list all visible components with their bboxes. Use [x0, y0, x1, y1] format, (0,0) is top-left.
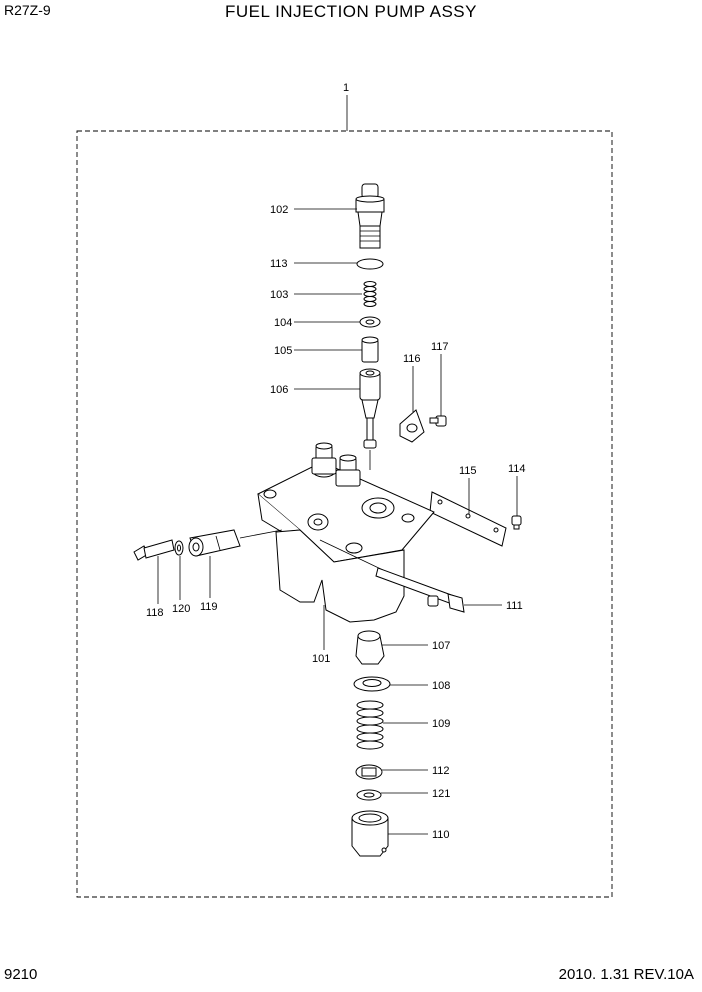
callout-106[interactable]: 106 — [270, 384, 288, 396]
model-code: R27Z-9 — [4, 2, 51, 18]
callout-121[interactable]: 121 — [432, 788, 450, 800]
part-109-plunger-spring[interactable] — [356, 700, 384, 750]
callout-115[interactable]: 115 — [459, 465, 477, 477]
part-117-bolt[interactable] — [429, 415, 447, 427]
callout-103[interactable]: 103 — [270, 289, 288, 301]
part-114-screw[interactable] — [511, 515, 522, 530]
part-105-delivery-valve[interactable] — [361, 336, 379, 363]
part-121-shim[interactable] — [356, 789, 382, 801]
callout-108[interactable]: 108 — [432, 680, 450, 692]
part-103-spring[interactable] — [363, 281, 377, 307]
callout-104[interactable]: 104 — [274, 317, 292, 329]
callout-119[interactable]: 119 — [200, 601, 218, 613]
callout-107[interactable]: 107 — [432, 640, 450, 652]
callout-117[interactable]: 117 — [431, 341, 449, 353]
revision-date: 2010. 1.31 REV.10A — [558, 966, 694, 983]
part-116-bracket[interactable] — [399, 409, 425, 443]
part-101-pump-body[interactable] — [257, 442, 435, 623]
callout-112[interactable]: 112 — [432, 765, 450, 777]
callout-116[interactable]: 116 — [403, 353, 421, 365]
part-107-pinion[interactable] — [355, 630, 385, 665]
callout-101[interactable]: 101 — [312, 653, 330, 665]
part-102-delivery-valve-holder[interactable] — [355, 183, 385, 249]
part-110-tappet[interactable] — [351, 810, 389, 857]
callout-120[interactable]: 120 — [172, 603, 190, 615]
part-113-o-ring[interactable] — [356, 258, 384, 270]
callout-114[interactable]: 114 — [508, 463, 526, 475]
part-120-washer[interactable] — [174, 540, 184, 556]
page-number: 9210 — [4, 966, 38, 983]
callout-118[interactable]: 118 — [146, 607, 164, 619]
callout-113[interactable]: 113 — [270, 258, 288, 270]
callout-109[interactable]: 109 — [432, 718, 450, 730]
callout-111[interactable]: 111 — [506, 600, 523, 612]
part-104-gasket[interactable] — [359, 316, 381, 328]
callout-110[interactable]: 110 — [432, 829, 450, 841]
part-108-spring-seat[interactable] — [353, 676, 391, 692]
part-111-control-rack[interactable] — [375, 567, 465, 613]
part-112-lower-spring-seat[interactable] — [355, 764, 383, 780]
callout-1[interactable]: 1 — [343, 82, 349, 94]
part-119-banjo-fitting[interactable] — [188, 529, 241, 557]
part-118-bolt[interactable] — [133, 539, 175, 561]
assembly-boundary — [76, 130, 613, 898]
part-115-plate[interactable] — [429, 491, 507, 547]
part-106-plunger[interactable] — [359, 368, 381, 449]
callout-102[interactable]: 102 — [270, 204, 288, 216]
callout-105[interactable]: 105 — [274, 345, 292, 357]
diagram-title: FUEL INJECTION PUMP ASSY — [225, 2, 477, 21]
